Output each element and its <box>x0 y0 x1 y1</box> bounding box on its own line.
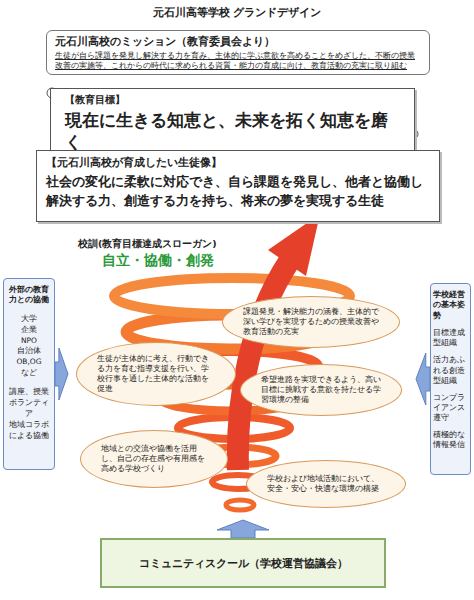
node-text: 自立・協働・創発 <box>102 252 406 270</box>
rising-arrow <box>238 260 290 470</box>
node-text: 積極的な情報発信 <box>433 430 468 450</box>
management-stance-box: 学校経営の基本姿勢目標達成型組織活力あふれる創造型組織コンプライアンス遵守積極的… <box>430 283 471 475</box>
node-text: 現在に生きる知恵と、未来を拓く知恵を磨く <box>65 110 400 154</box>
mission-box: 元石川高校のミッション（教育委員会より） 生徒が自ら課題を発見し解決する力を育み、… <box>46 30 430 75</box>
node-heading: 校訓(教育目標達成スローガン) <box>78 238 406 251</box>
node-text: 講座、授業 ボランティア 地域コラボ による協働 <box>6 387 52 441</box>
policy-ellipse: 地域との交流や協働を活用し、自己の存在感や有用感を高める学校づくり <box>80 430 228 488</box>
node-text: コンプライアンス遵守 <box>433 393 468 423</box>
node-heading: 【教育目標】 <box>65 93 400 107</box>
goal-scroll: 【教育目標】現在に生きる知恵と、未来を拓く知恵を磨く <box>50 88 415 159</box>
node-heading: コミュニティスクール（学校運営協議会） <box>139 556 348 571</box>
node-text: 社会の変化に柔軟に対応でき、自ら課題を発見し、他者と協働し 解決する力、創造する… <box>46 173 430 211</box>
node-heading: 課題発見・解決能力の涵養、主体的で深い学びを実現するための授業改善や教育活動の充… <box>243 307 379 337</box>
node-text: 活力あふれる創造型組織 <box>433 355 468 385</box>
diagram-title: 元石川高等学校 グランドデザイン <box>0 5 474 20</box>
node-heading: 外部の教育力との協働 <box>6 285 52 306</box>
node-text: 生徒が自ら課題を発見し解決する力を育み、主体的に学ぶ意欲を高めることをめざした、… <box>55 51 421 71</box>
node-heading: 希望進路を実現できるよう、高い目標に挑戦する意欲を持たせる学習環境の整備 <box>261 375 381 405</box>
node-heading: 【元石川高校が育成したい生徒像】 <box>46 155 430 170</box>
external-partners-box: 外部の教育力との協働大学 企業 NPO 自治体 OB,OG など講座、授業 ボラ… <box>3 278 55 470</box>
policy-ellipse: 学校および地域活動において、安全・安心・快適な環境の構築 <box>246 460 406 508</box>
rising-arrow-head <box>268 214 320 276</box>
block-arrow <box>416 353 430 405</box>
node-text: 目標達成型組織 <box>433 328 468 348</box>
node-heading: 生徒が主体的に考え、行動できる力を育む指導支援を行い、学校行事を通した主体的な活… <box>97 354 215 395</box>
node-text: 大学 企業 NPO 自治体 OB,OG など <box>6 314 52 379</box>
node-heading: 学校経営の基本姿勢 <box>433 290 468 321</box>
school-motto-region: 校訓(教育目標達成スローガン)自立・協働・創発課題発見・解決能力の涵養、主体的で… <box>68 232 416 520</box>
policy-ellipse: 希望進路を実現できるよう、高い目標に挑戦する意欲を持たせる学習環境の整備 <box>240 364 402 416</box>
block-arrow <box>55 348 68 400</box>
node-heading: 学校および地域活動において、安全・安心・快適な環境の構築 <box>267 474 385 494</box>
node-heading: 地域との交流や協働を活用し、自己の存在感や有用感を高める学校づくり <box>101 444 207 474</box>
community-school-box: コミュニティスクール（学校運営協議会） <box>100 538 386 588</box>
node-heading: 元石川高校のミッション（教育委員会より） <box>55 34 421 49</box>
block-arrow <box>217 520 269 538</box>
policy-ellipse: 生徒が主体的に考え、行動できる力を育む指導支援を行い、学校行事を通した主体的な活… <box>76 342 236 406</box>
student-image-box: 【元石川高校が育成したい生徒像】社会の変化に柔軟に対応でき、自ら課題を発見し、他… <box>36 150 440 222</box>
policy-ellipse: 課題発見・解決能力の涵養、主体的で深い学びを実現するための授業改善や教育活動の充… <box>222 296 400 348</box>
